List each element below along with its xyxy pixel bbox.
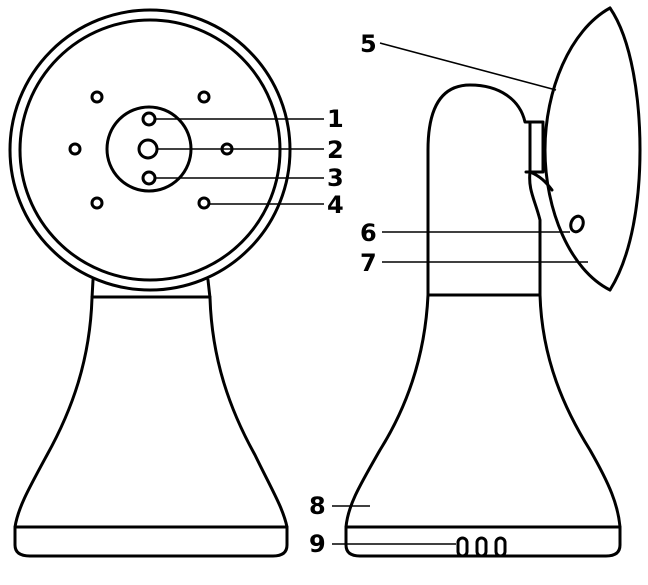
ir-led-icon: [90, 90, 104, 104]
ir-led-icon: [68, 142, 82, 156]
callout-6: 6: [360, 219, 377, 247]
vent-slot-icon: [456, 536, 469, 558]
ir-led-icon: [197, 196, 211, 210]
side-body: [344, 83, 622, 558]
reset-button-icon: [569, 214, 585, 234]
ir-led-group: [68, 90, 234, 210]
light-sensor-icon: [141, 111, 157, 127]
callout-3: 3: [327, 164, 344, 192]
front-lens-face: [18, 18, 282, 282]
callout-4: 4: [327, 191, 344, 219]
vent-slot-icon: [475, 536, 488, 558]
vent-slots: [456, 536, 507, 558]
side-disc: [543, 6, 642, 292]
camera-lens-icon: [137, 138, 159, 160]
microphone-icon: [141, 170, 157, 186]
callout-2: 2: [327, 136, 344, 164]
leader-line-5: [379, 42, 557, 91]
side-view: 5 6 7 8 9: [309, 6, 642, 558]
callout-5: 5: [360, 30, 377, 58]
swivel-joint: [524, 120, 554, 192]
callout-9: 9: [309, 530, 326, 558]
front-stand: [13, 278, 289, 558]
callout-1: 1: [327, 105, 344, 133]
vent-slot-icon: [494, 536, 507, 558]
callout-7: 7: [360, 249, 377, 277]
ir-led-icon: [90, 196, 104, 210]
ir-led-icon: [197, 90, 211, 104]
callout-8: 8: [309, 492, 326, 520]
front-outer-ring: [8, 8, 292, 292]
front-view: 1 2 3 4: [8, 8, 344, 558]
